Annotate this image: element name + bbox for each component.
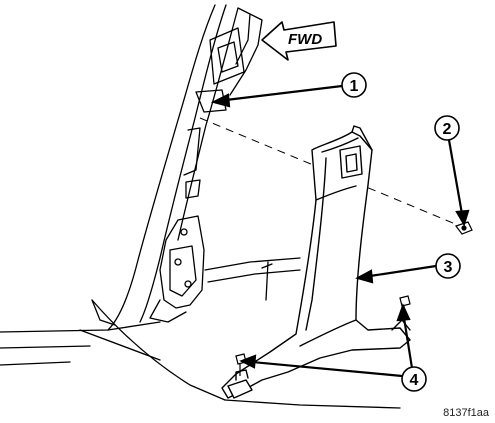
- callout-2: 2: [434, 115, 460, 141]
- figure-id-label: 8137f1aa: [443, 407, 489, 419]
- callout-4: 4: [401, 366, 427, 392]
- callout-1-label: 1: [350, 78, 359, 95]
- callout-2-label: 2: [443, 121, 452, 138]
- b-pillar-trim-panel: [221, 125, 411, 399]
- fwd-arrow: FWD: [261, 21, 337, 61]
- callout-3: 3: [435, 253, 461, 279]
- callout-4-label: 4: [410, 372, 419, 389]
- fwd-label: FWD: [288, 31, 322, 48]
- callout-1: 1: [341, 72, 367, 98]
- vehicle-body-structure: [0, 4, 401, 409]
- callout-3-label: 3: [444, 259, 453, 276]
- fwd-arrow-shape: [261, 21, 337, 61]
- leader-lines: [210, 84, 470, 378]
